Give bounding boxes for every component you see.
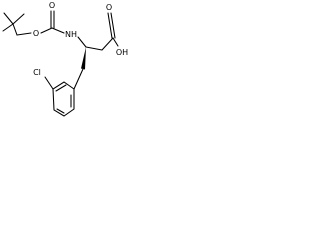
bond-acid-oh (112, 37, 119, 47)
wedge-bond (81, 47, 86, 70)
acid-carbonyl (107, 12, 116, 39)
bond-o-carbamate (40, 27, 53, 34)
bond-nh-chiral (77, 36, 87, 48)
bond-tbu-o (16, 32, 32, 36)
atom-nh: NH (65, 30, 77, 39)
atom-oh: OH (116, 48, 128, 57)
atom-cl: Cl (33, 68, 41, 77)
benzene-ring (52, 81, 75, 117)
atom-o-carbonyl-acid: O (106, 3, 112, 12)
bond-ring-cl (44, 76, 54, 90)
chemical-structure: O O NH O OH Cl (2, 1, 128, 117)
bond-chiral-ch2 (85, 46, 103, 51)
bond-carbamate-nh (51, 27, 65, 34)
tert-butyl-group (2, 12, 25, 36)
carbamate-carbonyl (50, 10, 55, 29)
bond-ch2-ring (73, 68, 84, 90)
atom-o-ether: O (33, 29, 39, 38)
atom-o-carbonyl-boc: O (49, 1, 55, 10)
bond-ch2-acid (101, 37, 114, 51)
